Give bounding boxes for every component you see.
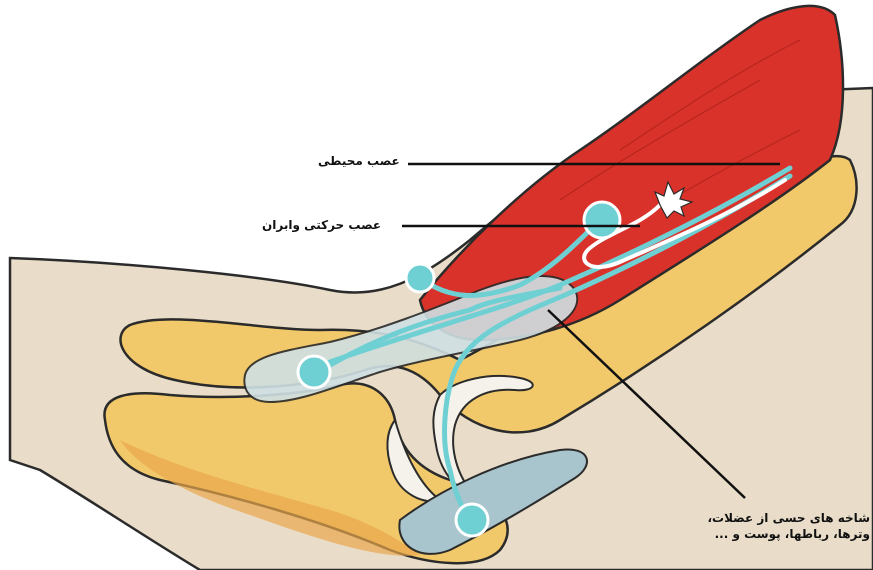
nerve-ending-tendon xyxy=(298,356,330,388)
label-peripheral-nerve: عصب محیطی xyxy=(318,154,400,168)
label-sensory-line1: شاخه های حسی از عضلات، xyxy=(694,510,870,526)
label-sensory-line2: وترها، رباطها، پوست و ... xyxy=(694,526,870,542)
label-sensory-branches: شاخه های حسی از عضلات، وترها، رباطها، پو… xyxy=(694,510,870,542)
label-motor-nerve: عصب حرکتی وابران xyxy=(262,218,381,232)
nerve-ending-muscle xyxy=(584,202,620,238)
nerve-ending-forearm xyxy=(456,504,488,536)
nerve-ending-upper xyxy=(406,264,434,292)
